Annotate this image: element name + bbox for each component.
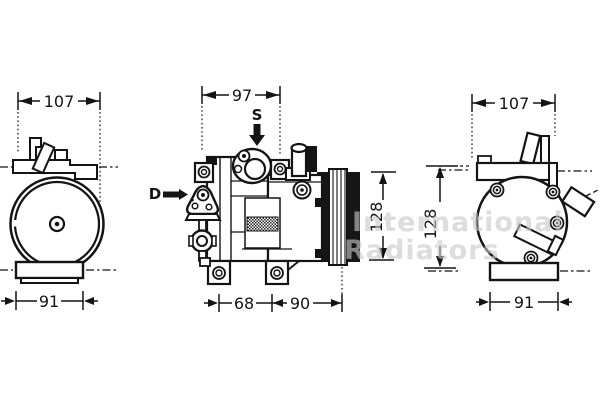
- discharge-arrow: [163, 191, 179, 198]
- rear-foot: [488, 261, 560, 282]
- dim-label-97: 97: [232, 86, 252, 105]
- dim-label-107-front: 107: [44, 92, 75, 111]
- rear-view: 107: [421, 94, 600, 312]
- dim-label-107-rear: 107: [499, 94, 530, 113]
- side-view: 97 S D: [149, 86, 396, 313]
- dim-front-width-bottom: 91: [1, 291, 98, 311]
- discharge-arrowhead: [179, 189, 188, 200]
- dim-rear-width-top: 107: [471, 94, 556, 158]
- front-view: 107: [0, 92, 118, 311]
- pulley-belt-band: [347, 172, 360, 262]
- rear-bolt: [545, 184, 561, 200]
- pulley-side-outline: [328, 168, 348, 266]
- hatched-band: [246, 216, 279, 232]
- front-foot: [0, 260, 118, 284]
- dim-side-pulley-diameter: 128: [367, 171, 396, 261]
- rear-bolt: [549, 215, 565, 231]
- suction-port-label: S: [252, 106, 263, 124]
- side-flange: [560, 185, 596, 218]
- dim-front-width-top: 107: [17, 92, 101, 206]
- dim-label-91-rear: 91: [514, 293, 534, 312]
- suction-opening: [243, 157, 267, 181]
- clutch-window: [13, 220, 20, 227]
- clutch-slot: [33, 235, 50, 250]
- dim-side-length-top: 97: [201, 86, 281, 156]
- rear-bracket: [438, 131, 592, 187]
- dim-side-bottom: 68 90: [204, 294, 343, 313]
- hub-center: [54, 221, 60, 227]
- clutch-face: [9, 176, 105, 272]
- suction-arrow: [253, 124, 261, 136]
- clutch-slot: [35, 196, 52, 211]
- rear-bolt: [489, 182, 505, 198]
- dim-label-91-front: 91: [39, 292, 59, 311]
- centerline: [585, 188, 600, 197]
- clutch-slot: [61, 235, 78, 250]
- clutch-slot: [58, 244, 68, 253]
- clutch-slot: [64, 198, 81, 213]
- dim-label-128-rear: 128: [421, 209, 440, 240]
- dim-rear-width-bottom: 91: [476, 292, 572, 312]
- discharge-port-label: D: [149, 185, 161, 203]
- compressor-body-side: [184, 142, 324, 286]
- front-bracket: [0, 137, 118, 180]
- watermark-line1: International: [352, 207, 564, 238]
- watermark-line2: Radiators: [344, 235, 500, 266]
- suction-arrowhead: [249, 135, 265, 146]
- watermark: International Radiators: [344, 207, 564, 266]
- dim-rear-height: 128: [421, 165, 472, 269]
- dim-label-90: 90: [290, 294, 310, 313]
- suction-port-marker: S: [249, 106, 265, 146]
- pipe-fitting: [190, 229, 214, 253]
- discharge-port-marker: D: [149, 185, 188, 203]
- dim-label-68: 68: [234, 294, 254, 313]
- compressor-body-rear: [428, 175, 600, 282]
- clutch-window: [79, 219, 86, 226]
- dim-label-128-side: 128: [367, 202, 386, 233]
